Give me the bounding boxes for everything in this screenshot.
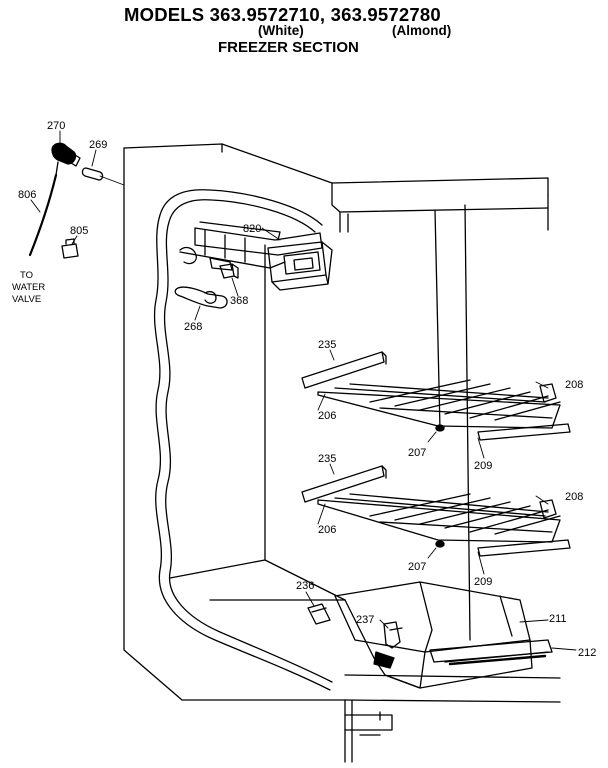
callout-211: 211 [549,613,567,625]
callout-labels: 270 269 806 805 TO WATER VALVE 820 368 2… [12,120,596,659]
callout-leaders [30,130,577,651]
ice-maker-assembly [179,221,333,291]
bucket-bracket-and-auger [307,603,403,649]
callout-237: 237 [356,614,374,626]
callout-268: 268 [184,321,202,333]
to-water-valve-line-2: WATER [12,282,45,293]
section-title: FREEZER SECTION [218,39,359,56]
fill-cup-and-bracket [174,263,239,309]
callout-820: 820 [243,223,261,235]
liner-gasket [153,189,333,691]
callout-269: 269 [89,139,107,151]
callout-209-lower: 209 [474,576,492,588]
callout-209-upper: 209 [474,460,492,472]
callout-207-lower: 207 [408,561,426,573]
callout-235-upper: 235 [318,339,336,351]
lower-shelf [301,465,571,557]
callout-208-lower: 208 [565,491,583,503]
callout-270: 270 [47,120,65,132]
callout-235-lower: 235 [318,453,336,465]
callout-206-upper: 206 [318,410,336,422]
upper-shelf [301,351,571,441]
ice-bucket [334,581,553,689]
callout-806: 806 [18,189,36,201]
diagram-title: MODELS 363.9572710, 363.9572780 [124,4,441,25]
callout-212: 212 [578,647,596,659]
callout-208-upper: 208 [565,379,583,391]
variant-almond-label: (Almond) [392,23,452,38]
cabinet-shell [123,143,561,763]
callout-206-lower: 206 [318,524,336,536]
variant-white-label: (White) [258,23,304,38]
callout-236: 236 [296,580,314,592]
callout-805: 805 [70,225,88,237]
callout-368: 368 [230,295,248,307]
to-water-valve-line-3: VALVE [12,294,41,305]
water-fill-parts [28,142,104,259]
callout-207-upper: 207 [408,447,426,459]
to-water-valve-line-1: TO [20,270,33,281]
